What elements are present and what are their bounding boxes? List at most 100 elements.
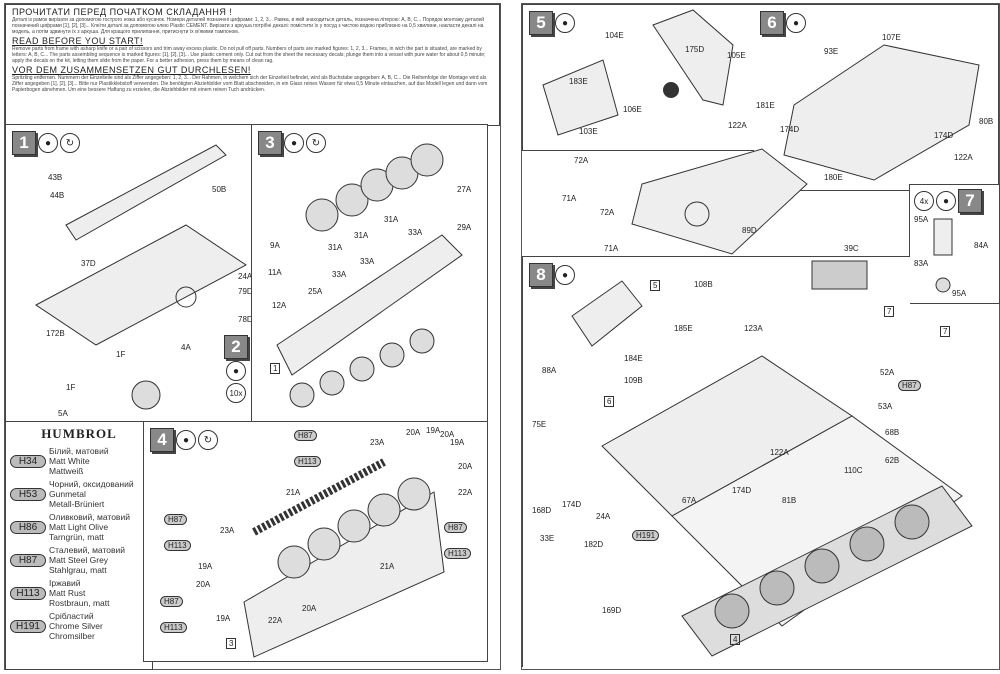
step-6-panel: 6● 107E 93E 181E 122A 174D 80B 174D 122A… xyxy=(728,4,999,191)
en-text: Remove parts from frame with asharp knif… xyxy=(12,46,486,64)
part-label: 180E xyxy=(824,173,843,182)
part-label: 11A xyxy=(268,268,282,277)
part-label: 71A xyxy=(562,194,577,203)
part-label: 27A xyxy=(457,185,472,194)
paint-callout: H87 xyxy=(294,430,317,441)
paint-callout: H87 xyxy=(898,380,921,391)
gun-mantlet-drawing xyxy=(542,9,734,136)
part-label: 24A xyxy=(238,272,253,281)
part-label: 33A xyxy=(360,257,375,266)
drop-icon: ● xyxy=(284,133,304,153)
paint-callout: H113 xyxy=(160,622,187,633)
part-label: 31A xyxy=(354,231,369,240)
humbrol-title: HUMBROL xyxy=(41,426,117,441)
part-label: 7 xyxy=(884,306,895,317)
part-label: 33E xyxy=(540,534,555,543)
part-label: 20A xyxy=(440,430,455,439)
part-label: 25A xyxy=(308,287,323,296)
part-label: 4 xyxy=(730,634,741,645)
part-label: 107E xyxy=(882,33,901,42)
part-label: 22A xyxy=(458,488,473,497)
right-page: 5● 104E 175D 105E 183E 106E 103E 6● 107E… xyxy=(521,3,1000,670)
glue-icon: ↻ xyxy=(60,133,80,153)
drop-icon: ● xyxy=(786,13,806,33)
upper-hull-drawing xyxy=(783,44,980,181)
part-label: 95A xyxy=(914,215,929,224)
part-label: 50B xyxy=(212,185,227,194)
part-label: 175D xyxy=(685,45,705,54)
part-label: 110C xyxy=(844,466,863,475)
part-label: 122A xyxy=(728,121,747,130)
qty-badge: 4x xyxy=(914,191,934,211)
part-label: 39C xyxy=(844,244,859,253)
step-number: 5 xyxy=(529,11,553,35)
part-label: 123A xyxy=(744,324,763,333)
part-label: 172B xyxy=(46,329,65,338)
part-label: 5 xyxy=(650,280,661,291)
part-label: 79D xyxy=(238,287,253,296)
drop-icon: ● xyxy=(38,133,58,153)
part-label: 21A xyxy=(380,562,395,571)
paint-callout: H113 xyxy=(164,540,191,551)
part-label: 168D xyxy=(532,506,552,515)
part-label: 68B xyxy=(885,428,900,437)
en-title: READ BEFORE YOU START! xyxy=(12,36,144,46)
part-label: 43B xyxy=(48,173,63,182)
part-label: 24A xyxy=(596,512,611,521)
part-label: 1 xyxy=(270,363,281,374)
glue-icon: ↻ xyxy=(306,133,326,153)
part-label: 122A xyxy=(954,153,973,162)
step-5-panel: 5● 104E 175D 105E 183E 106E 103E xyxy=(522,4,756,151)
part-label: 95A xyxy=(952,289,967,298)
part-label: 71A xyxy=(604,244,619,253)
drop-icon: ● xyxy=(226,361,246,381)
part-label: 7 xyxy=(940,326,951,337)
part-label: 93E xyxy=(824,47,839,56)
part-label: 33A xyxy=(408,228,423,237)
part-label: 181E xyxy=(756,101,775,110)
part-label: 29A xyxy=(457,223,472,232)
part-label: 19A xyxy=(426,426,441,435)
part-label: 72A xyxy=(600,208,615,217)
part-label: 88A xyxy=(542,366,557,375)
engine-deck-drawing xyxy=(631,148,808,255)
drop-icon: ● xyxy=(555,13,575,33)
glue-icon: ↻ xyxy=(198,430,218,450)
paint-callout: H113 xyxy=(294,456,321,467)
instructions-header: ПРОЧИТАТИ ПЕРЕД ПОЧАТКОМ СКЛАДАННЯ ! Дет… xyxy=(5,4,500,126)
drop-icon: ● xyxy=(936,191,956,211)
part-label: 37D xyxy=(81,259,96,268)
headlight-drawing xyxy=(933,218,953,293)
part-label: 103E xyxy=(579,127,598,136)
step-7-panel: 4x●7 95A 84A 83A 95A xyxy=(909,184,1000,304)
part-label: 31A xyxy=(328,243,343,252)
step-number: 8 xyxy=(529,263,553,287)
uk-text: Деталі із рамок вирізати за допомогою го… xyxy=(12,17,485,35)
part-label: 19A xyxy=(198,562,213,571)
part-label: 106E xyxy=(623,105,642,114)
part-label: 62B xyxy=(885,456,900,465)
part-label: 44B xyxy=(50,191,65,200)
uk-title: ПРОЧИТАТИ ПЕРЕД ПОЧАТКОМ СКЛАДАННЯ ! xyxy=(12,7,233,17)
part-label: 20A xyxy=(196,580,211,589)
part-label: 75E xyxy=(532,420,547,429)
step-number: 7 xyxy=(958,189,982,213)
part-label: 23A xyxy=(370,438,385,447)
left-page: ПРОЧИТАТИ ПЕРЕД ПОЧАТКОМ СКЛАДАННЯ ! Дет… xyxy=(4,3,501,670)
drop-icon: ● xyxy=(555,265,575,285)
part-label: 5A xyxy=(58,409,68,418)
paint-callout: H191 xyxy=(632,530,660,541)
part-label: 20A xyxy=(406,428,421,437)
paint-callout: H113 xyxy=(444,548,471,559)
part-label: 174D xyxy=(780,125,800,134)
part-label: 182D xyxy=(584,540,604,549)
paint-callout: H87 xyxy=(160,596,183,607)
part-label: 3 xyxy=(226,638,237,649)
part-label: 80B xyxy=(979,117,994,126)
part-label: 83A xyxy=(914,259,929,268)
step-number: 4 xyxy=(150,428,174,452)
